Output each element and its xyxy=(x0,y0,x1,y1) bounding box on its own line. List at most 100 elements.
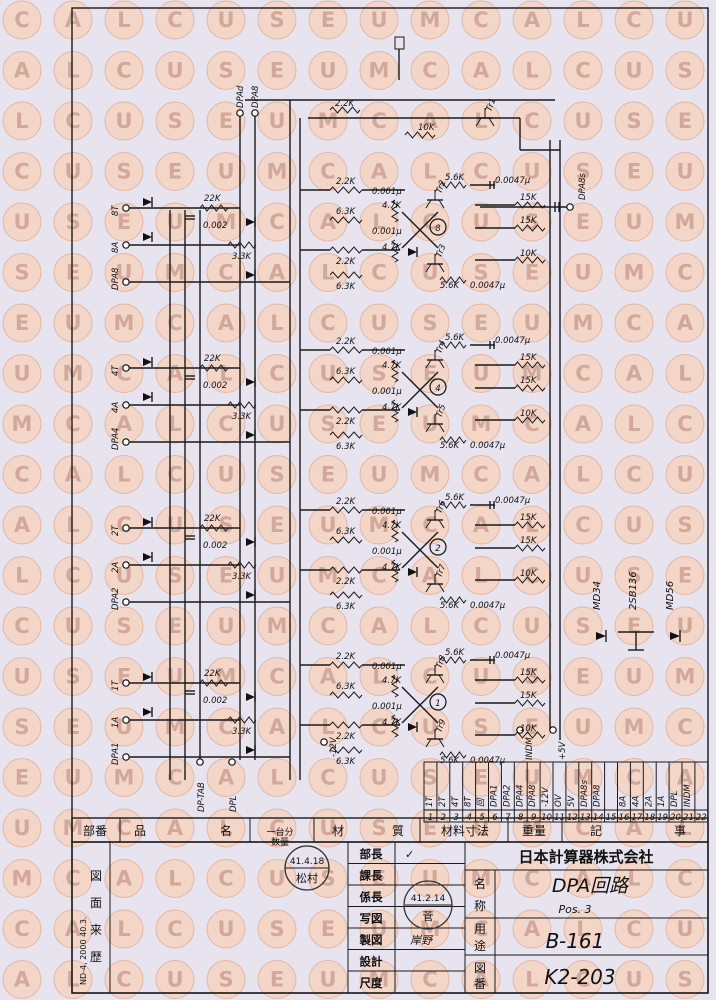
watermark-letter: U xyxy=(217,614,234,638)
watermark-circle xyxy=(53,859,93,898)
watermark-letter: L xyxy=(15,109,28,133)
watermark-letter: M xyxy=(675,665,696,689)
watermark-circle xyxy=(2,707,42,747)
watermark-letter: L xyxy=(270,311,283,335)
watermark-circle xyxy=(665,707,705,747)
watermark-circle xyxy=(206,758,246,797)
transistor-label: Tr2 xyxy=(434,179,448,195)
watermark-letter: U xyxy=(166,59,183,83)
resistor-value: 6.3K xyxy=(336,207,357,217)
resistor-symbol xyxy=(391,199,399,223)
watermark-letter: U xyxy=(166,665,183,689)
watermark-letter: S xyxy=(422,311,437,335)
watermark-letter: C xyxy=(422,513,437,537)
watermark-letter: U xyxy=(13,362,30,386)
watermark-circle xyxy=(104,606,144,646)
watermark-circle xyxy=(563,202,603,242)
watermark-circle xyxy=(308,0,348,40)
watermark-letter: M xyxy=(165,261,186,285)
watermark-circle xyxy=(53,556,93,595)
supply-label: +5V xyxy=(558,740,568,760)
resistor-symbol xyxy=(514,544,546,552)
watermark-circle xyxy=(410,101,450,141)
watermark-circle xyxy=(257,505,297,545)
resistor-value: 10K xyxy=(520,249,538,259)
watermark-letter: A xyxy=(320,210,337,234)
watermark-letter: A xyxy=(65,8,82,32)
resistor-symbol xyxy=(514,521,546,529)
watermark-letter: E xyxy=(423,362,437,386)
resistor-value: 4.7K xyxy=(382,563,403,573)
watermark-letter: S xyxy=(473,715,488,739)
watermark-letter: C xyxy=(320,766,335,790)
watermark-letter: S xyxy=(116,614,131,638)
header-cell: 事 xyxy=(674,824,686,838)
watermark-letter: E xyxy=(66,715,80,739)
watermark-letter: M xyxy=(267,614,288,638)
watermark-letter: C xyxy=(677,867,692,891)
resistor-symbol xyxy=(227,561,257,569)
watermark-circle xyxy=(257,707,297,747)
watermark-circle xyxy=(512,556,552,595)
watermark-letter: U xyxy=(13,210,30,234)
resistor-symbol xyxy=(439,751,467,759)
resistor-value: 6.3K xyxy=(336,367,357,377)
watermark-circle xyxy=(614,657,654,696)
watermark-letter: C xyxy=(371,261,386,285)
watermark-letter: C xyxy=(677,715,692,739)
watermark-letter: U xyxy=(625,665,642,689)
watermark-circle xyxy=(665,404,705,444)
watermark-letter: A xyxy=(269,715,286,739)
diode2-icon xyxy=(670,632,680,640)
legend-transistor-part: 2SB136 xyxy=(628,571,639,610)
watermark-letter: U xyxy=(370,766,387,790)
watermark-letter: U xyxy=(13,816,30,840)
watermark-circle xyxy=(104,152,144,191)
watermark-circle xyxy=(104,354,144,393)
watermark-letter: U xyxy=(625,968,642,992)
watermark-letter: L xyxy=(627,412,640,436)
watermark-letter: A xyxy=(14,59,31,83)
watermark-circle xyxy=(461,404,501,444)
terminal-label: 8A xyxy=(111,242,121,253)
resistor-symbol xyxy=(514,384,546,392)
resistor-symbol xyxy=(439,341,467,349)
watermark-letter: C xyxy=(14,614,29,638)
watermark-letter: U xyxy=(115,261,132,285)
watermark-circle xyxy=(257,657,297,696)
pin-name: 2A xyxy=(644,796,654,807)
header-cell: 記 xyxy=(590,823,602,838)
terminal-label: 8T xyxy=(111,205,121,216)
pin-name: INDM xyxy=(683,784,693,807)
watermark-circle xyxy=(155,101,195,141)
output-terminal xyxy=(236,109,244,117)
transistor-label: Tr4 xyxy=(434,339,448,355)
watermark-circle xyxy=(665,859,705,898)
watermark-letter: L xyxy=(321,261,334,285)
watermark-letter: U xyxy=(676,614,693,638)
watermark-letter: E xyxy=(270,59,284,83)
watermark-circle xyxy=(206,859,246,898)
watermark-letter: S xyxy=(65,665,80,689)
watermark-letter: C xyxy=(575,59,590,83)
resistor-symbol xyxy=(439,276,467,284)
watermark-letter: A xyxy=(371,614,388,638)
watermark-letter: M xyxy=(114,766,135,790)
watermark-letter: U xyxy=(319,513,336,537)
resistor-symbol xyxy=(391,359,399,383)
supply-symbol xyxy=(394,36,405,50)
watermark-letter: E xyxy=(168,160,182,184)
resistor-symbol xyxy=(514,256,546,264)
drawing-number-label: 図 xyxy=(474,961,486,975)
watermark-letter: E xyxy=(627,160,641,184)
watermark-letter: S xyxy=(575,160,590,184)
resistor-value: 10K xyxy=(520,409,538,419)
watermark-circle xyxy=(2,505,42,545)
use-value: B-161 xyxy=(546,929,605,953)
diode-icon xyxy=(143,553,152,561)
watermark-circle xyxy=(206,354,246,393)
stage-number-text: 1 xyxy=(435,699,440,709)
watermark-circle xyxy=(461,758,501,797)
watermark-circle xyxy=(206,51,246,90)
